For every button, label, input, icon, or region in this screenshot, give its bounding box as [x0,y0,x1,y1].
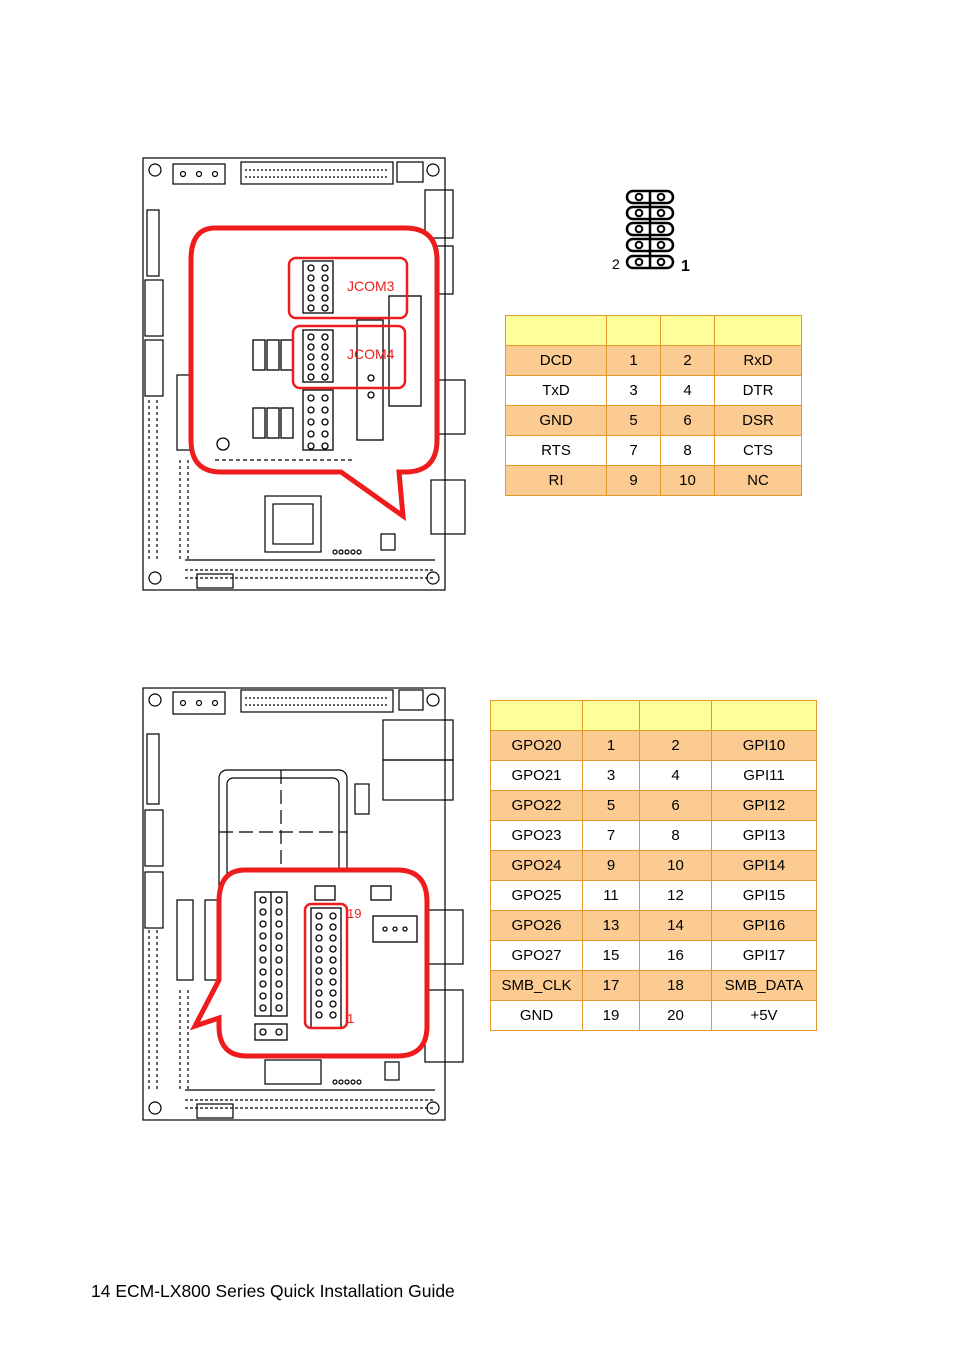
table-header-row [505,315,802,346]
gpio-pin-1-label: 1 [347,1011,354,1026]
table-header-row [490,700,817,731]
pin-header-icon: 2 1 [612,189,690,275]
jcom3-label: JCOM3 [347,278,395,294]
jcom-board-diagram: JCOM3 JCOM4 [142,157,466,591]
jcom4-label: JCOM4 [347,346,395,362]
pin-1-label: 1 [681,258,690,275]
page-footer: 14 ECM-LX800 Series Quick Installation G… [91,1281,455,1301]
pin-2-label: 2 [612,256,620,272]
gpio-board-diagram: 19 1 [142,687,464,1121]
gpio-pin-19-label: 19 [347,906,361,921]
